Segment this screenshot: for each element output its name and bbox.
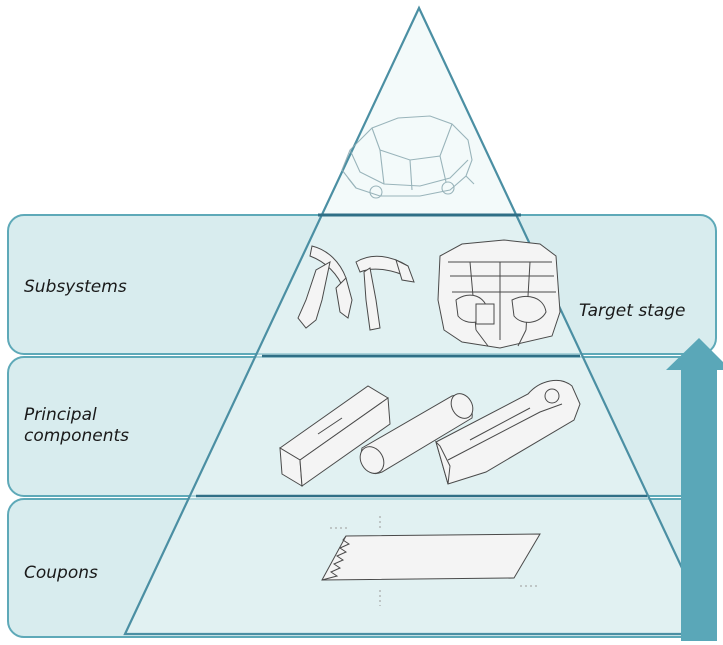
pillar-assembly-icon xyxy=(297,245,415,331)
pyramid-triangle xyxy=(123,5,715,636)
band-label-subsystems: Subsystems xyxy=(24,277,127,297)
arrow-shaft xyxy=(681,368,717,641)
bracket-beam-icon xyxy=(434,379,581,485)
band-label-coupons: Coupons xyxy=(24,563,98,583)
flat-coupon-icon xyxy=(321,516,541,606)
car-body-icon xyxy=(341,115,475,199)
tube-icon xyxy=(359,393,474,474)
target-stage-label: Target stage xyxy=(579,301,686,321)
box-beam-icon xyxy=(279,385,391,487)
front-end-structure-icon xyxy=(437,239,561,349)
band-label-principal-components: Principal components xyxy=(24,405,130,446)
target-stage-arrow xyxy=(666,338,723,641)
arrow-head xyxy=(666,338,723,370)
pyramid xyxy=(123,5,715,636)
